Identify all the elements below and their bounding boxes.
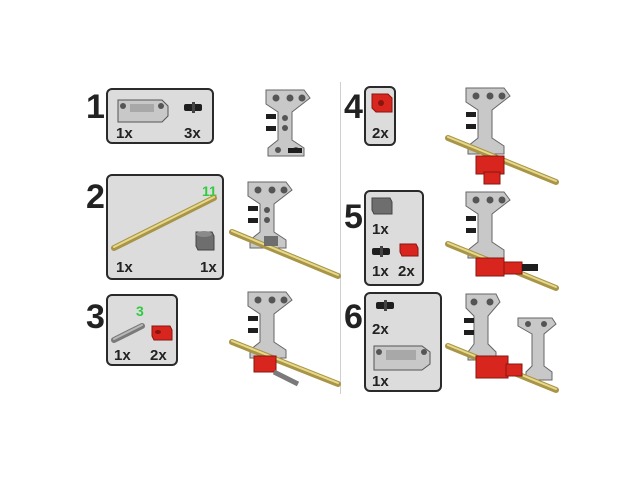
step-2-qty-axle: 1x	[116, 259, 133, 276]
pin-part-icon	[184, 102, 202, 113]
step-4-parts-art	[371, 93, 393, 113]
step-4-parts-callout: 2x	[364, 86, 396, 146]
step-5-assembly-illustration	[445, 191, 559, 291]
step-1-parts-art	[117, 99, 202, 123]
step-4-qty-connector: 2x	[372, 125, 389, 142]
axle-part-icon	[111, 195, 217, 251]
step-2-qty-bushing: 1x	[200, 259, 217, 276]
bushing-part-icon	[195, 231, 215, 251]
step-5-qty-bushing: 1x	[372, 221, 389, 238]
step-3-qty-axle: 1x	[114, 347, 131, 364]
short-axle-part-icon	[111, 323, 145, 343]
step-1-qty-pin: 3x	[184, 125, 201, 142]
red-connector-part-icon	[151, 325, 173, 341]
step-2-axle-length-label: 11	[202, 183, 217, 199]
column-divider	[340, 82, 341, 394]
step-3-parts-art	[111, 323, 173, 343]
step-3-qty-connector: 2x	[150, 347, 167, 364]
red-cross-block-part-icon	[371, 93, 393, 113]
step-4-assembly-illustration	[445, 87, 559, 185]
step-3-number: 3	[86, 298, 105, 336]
step-3-parts-callout: 3 1x 2x	[106, 294, 178, 366]
liftarm-part-icon	[373, 345, 431, 371]
step-5-number: 5	[344, 198, 363, 236]
step-2-assembly-illustration	[229, 181, 341, 279]
step-2-number: 2	[86, 178, 105, 216]
step-2-parts-callout: 11 1x 1x	[106, 174, 224, 280]
pin-part-icon	[376, 300, 394, 311]
step-5-parts-callout: 1x 1x 2x	[364, 190, 424, 286]
step-6-parts-art	[373, 300, 431, 371]
step-1-qty-liftarm: 1x	[116, 125, 133, 142]
step-3-assembly-illustration	[229, 291, 341, 387]
pin-part-icon	[372, 246, 390, 257]
step-2-parts-art	[111, 195, 217, 251]
step-6-qty-pin: 2x	[372, 321, 389, 338]
step-1-number: 1	[86, 88, 105, 126]
step-6-parts-callout: 2x 1x	[364, 292, 442, 392]
step-4-number: 4	[344, 88, 363, 126]
red-connector-part-icon	[399, 243, 419, 257]
step-3-axle-length-label: 3	[136, 303, 144, 319]
step-1-assembly-illustration	[265, 89, 311, 157]
step-1-parts-callout: 1x 3x	[106, 88, 214, 144]
step-6-number: 6	[344, 298, 363, 336]
bushing-part-icon	[371, 197, 393, 215]
step-5-qty-pin: 1x	[372, 263, 389, 280]
liftarm-part-icon	[117, 99, 169, 123]
step-5-qty-connector: 2x	[398, 263, 415, 280]
step-5-parts-art	[371, 197, 419, 257]
step-6-assembly-illustration	[445, 293, 559, 393]
step-6-qty-liftarm: 1x	[372, 373, 389, 390]
